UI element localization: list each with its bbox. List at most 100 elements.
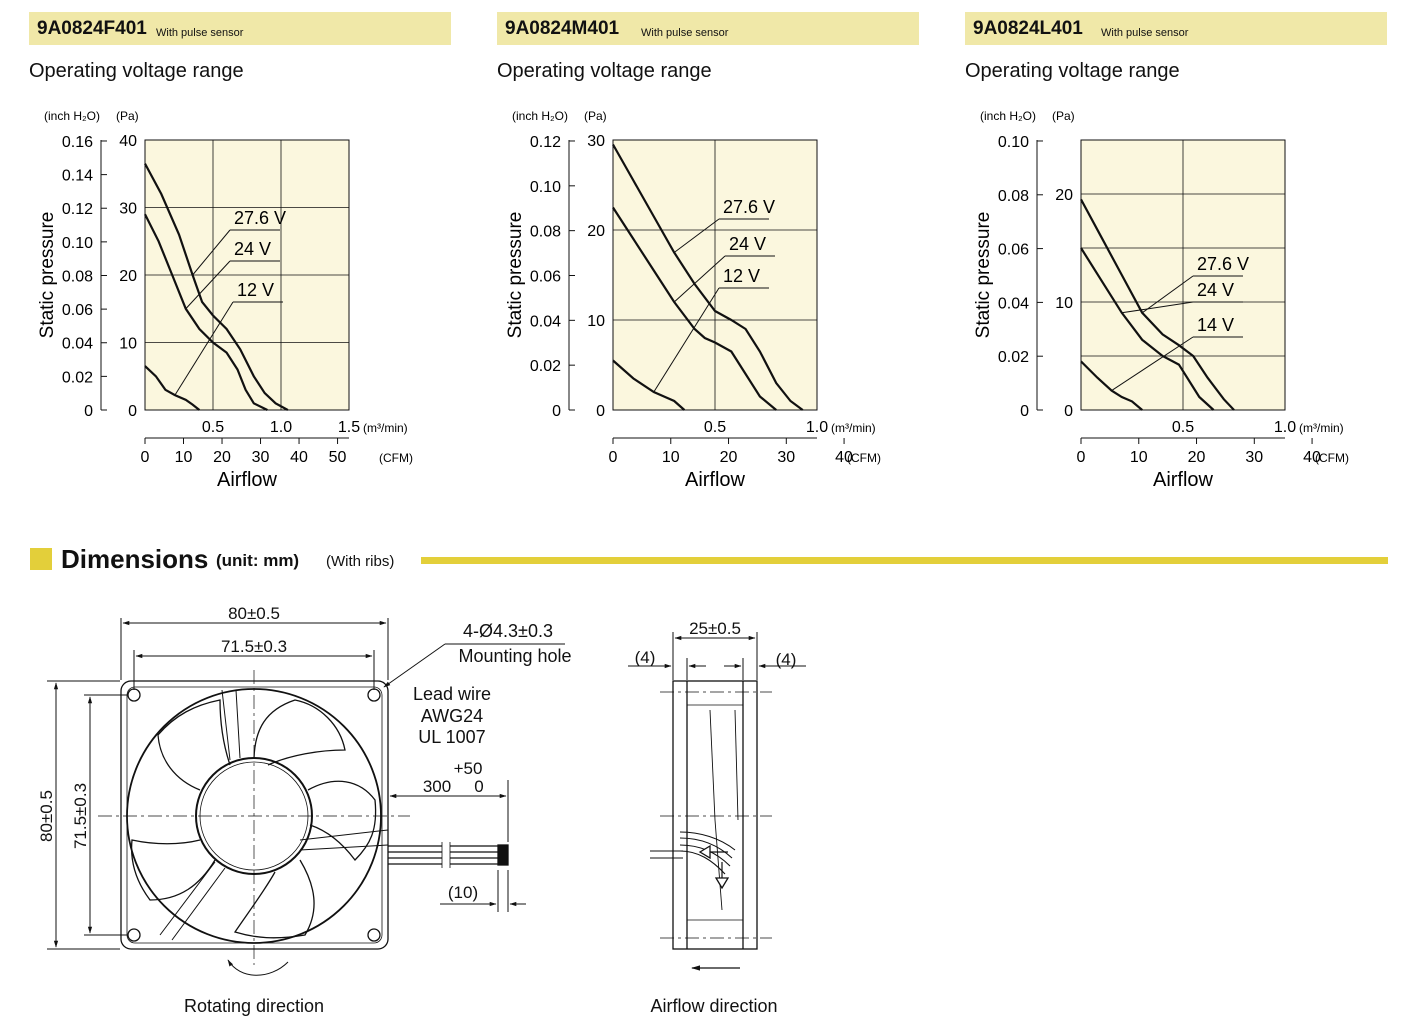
series-label: 27.6 V <box>1197 254 1249 274</box>
x-tick-m3-label: 1.0 <box>1274 419 1296 436</box>
x-tick-m3-label: 0.5 <box>704 419 726 436</box>
series-label: 24 V <box>1197 280 1234 300</box>
chart-panel-m401: 9A0824M401 With pulse sensor Operating v… <box>497 0 927 500</box>
x-unit-m3: (m³/min) <box>363 421 408 435</box>
series-leader <box>673 218 720 253</box>
x-tick-m3-label: 0.5 <box>202 419 224 436</box>
series-line <box>1080 360 1143 411</box>
x-tick-cfm-label: 20 <box>213 449 231 466</box>
wire-tolerance-top: +50 <box>454 759 483 778</box>
y-tick-inh2o-label: 0.06 <box>998 242 1029 259</box>
y-tick-pa-label: 20 <box>1055 187 1073 204</box>
series-leader <box>673 255 726 303</box>
x-tick-m3-label: 1.0 <box>806 419 828 436</box>
series-label: 27.6 V <box>234 208 286 228</box>
y-unit-pa: (Pa) <box>584 109 607 123</box>
series-leader <box>185 260 231 310</box>
y-tick-pa-label: 10 <box>119 336 137 353</box>
x-axis-label: Airflow <box>217 469 278 491</box>
ul-label: UL 1007 <box>418 727 485 747</box>
x-tick-cfm-label: 20 <box>1188 449 1206 466</box>
y-axis-label: Static pressure <box>37 212 58 339</box>
series-label: 24 V <box>234 239 271 259</box>
side-dimension-lines <box>628 632 806 971</box>
y-tick-inh2o-label: 0.04 <box>62 336 93 353</box>
side-depth-label: 25±0.5 <box>689 619 741 638</box>
front-inner-height-label: 71.5±0.3 <box>71 783 90 849</box>
series-line <box>612 206 777 411</box>
series-leader <box>1121 301 1194 314</box>
series-leader <box>1141 275 1194 314</box>
y-tick-pa-label: 0 <box>1064 403 1073 420</box>
series-label: 27.6 V <box>723 197 775 217</box>
side-rib-right-label: (4) <box>776 650 797 669</box>
model-note: With pulse sensor <box>641 27 729 39</box>
y-tick-inh2o-label: 0.02 <box>530 358 561 375</box>
x-tick-m3-label: 0.5 <box>1172 419 1194 436</box>
x-tick-cfm-label: 40 <box>290 449 308 466</box>
x-tick-cfm-label: 30 <box>777 449 795 466</box>
x-tick-cfm-label: 0 <box>141 449 150 466</box>
mounting-hole-label: Mounting hole <box>458 646 571 666</box>
y-tick-pa-label: 20 <box>119 268 137 285</box>
mounting-spec-label: 4-Ø4.3±0.3 <box>463 621 553 641</box>
x-tick-m3-label: 1.5 <box>338 419 360 436</box>
model-header: 9A0824F401 <box>29 12 451 45</box>
y-tick-inh2o-label: 0.02 <box>998 349 1029 366</box>
series-line <box>144 213 268 411</box>
y-tick-pa-label: 10 <box>1055 295 1073 312</box>
rotating-direction-label: Rotating direction <box>184 996 324 1016</box>
x-tick-cfm-label: 30 <box>1245 449 1263 466</box>
x-unit-cfm: (CFM) <box>1315 451 1349 465</box>
front-height-label: 80±0.5 <box>37 790 56 842</box>
x-tick-cfm-label: 10 <box>662 449 680 466</box>
y-tick-inh2o-label: 0.12 <box>530 134 561 151</box>
x-tick-m3-label: 1.0 <box>270 419 292 436</box>
y-tick-inh2o-label: 0.08 <box>62 268 93 285</box>
y-tick-inh2o-label: 0.10 <box>62 235 93 252</box>
model-code: 9A0824L401 <box>973 18 1083 39</box>
y-tick-inh2o-label: 0.10 <box>998 134 1029 151</box>
x-tick-cfm-label: 40 <box>835 449 853 466</box>
x-unit-m3: (m³/min) <box>831 421 876 435</box>
side-view <box>650 680 772 950</box>
series-label: 14 V <box>1197 315 1234 335</box>
section-title: Operating voltage range <box>29 60 244 82</box>
section-rule <box>421 557 1388 564</box>
pq-chart: 0 10 20 30 40 0 0.02 0.04 0.06 0.08 0.10 0.12 0.14 0.… <box>37 109 413 491</box>
dimensions-ribs-note: (With ribs) <box>326 553 395 570</box>
y-tick-inh2o-label: 0 <box>84 403 93 420</box>
chart-panel-l401: 9A0824L401 With pulse sensor Operating v… <box>965 0 1395 500</box>
y-tick-inh2o-label: 0.06 <box>62 302 93 319</box>
y-tick-inh2o-label: 0.02 <box>62 369 93 386</box>
wire-length-label: 300 <box>423 777 451 796</box>
wire-end-label: (10) <box>448 883 478 902</box>
front-dimension-labels: 80±0.5 71.5±0.3 80±0.5 71.5±0.3 4-Ø4.3±0… <box>37 604 572 1016</box>
model-code: 9A0824M401 <box>505 18 620 39</box>
y-tick-pa-label: 30 <box>587 133 605 150</box>
model-header: 9A0824L401 <box>965 12 1387 45</box>
section-title: Operating voltage range <box>965 60 1180 82</box>
dimensions-title: Dimensions <box>61 544 209 574</box>
y-tick-inh2o-label: 0.14 <box>62 168 93 185</box>
y-unit-inh2o: (inch H₂O) <box>512 109 568 123</box>
y-tick-inh2o-label: 0 <box>552 403 561 420</box>
x-tick-cfm-label: 10 <box>175 449 193 466</box>
series-leader <box>1111 336 1194 391</box>
y-tick-inh2o-label: 0.08 <box>998 188 1029 205</box>
chart-panel-f401: 9A0824F401 With pulse sensor Operating v… <box>29 0 459 500</box>
airflow-direction-label: Airflow direction <box>650 996 777 1016</box>
series-line <box>1080 198 1235 411</box>
x-unit-cfm: (CFM) <box>379 451 413 465</box>
dimensions-unit: (unit: mm) <box>216 551 300 570</box>
x-tick-cfm-label: 30 <box>252 449 270 466</box>
y-axis-label: Static pressure <box>973 212 994 339</box>
dimensions-section: Dimensions (unit: mm) (With ribs) <box>0 540 1410 1030</box>
y-tick-inh2o-label: 0.06 <box>530 268 561 285</box>
series-label: 24 V <box>729 234 766 254</box>
dimension-drawing: 80±0.5 71.5±0.3 80±0.5 71.5±0.3 4-Ø4.3±0… <box>37 604 806 1016</box>
y-tick-inh2o-label: 0.04 <box>998 295 1029 312</box>
x-axis-label: Airflow <box>1153 469 1214 491</box>
y-tick-inh2o-label: 0.12 <box>62 201 93 218</box>
